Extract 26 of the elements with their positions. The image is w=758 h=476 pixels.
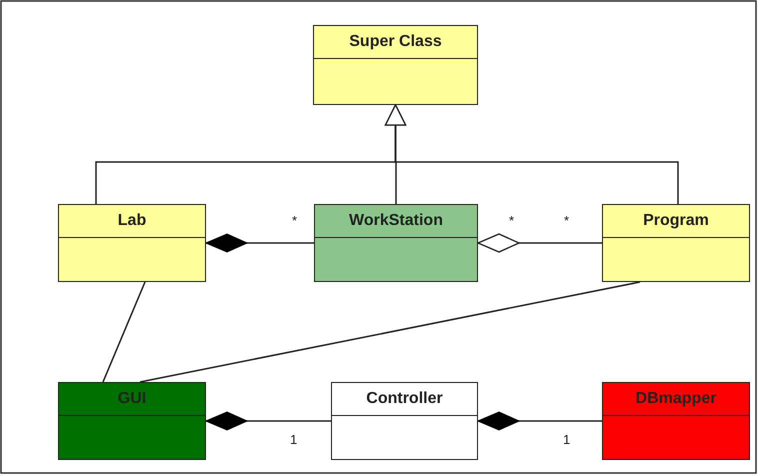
aggregation-connector: [206, 234, 314, 252]
class-name: WorkStation: [349, 212, 443, 230]
multiplicity-label: *: [509, 213, 514, 228]
class-name: DBmapper: [636, 390, 716, 408]
class-box: [58, 382, 206, 460]
association-line: [140, 281, 640, 383]
multiplicity-label: *: [564, 213, 570, 228]
class-box: [314, 204, 478, 282]
inheritance-arrow: [384, 104, 679, 204]
class-name: Lab: [118, 212, 146, 230]
class-box: [313, 25, 478, 105]
aggregation-connector: [477, 233, 602, 253]
class-name: Super Class: [349, 33, 442, 51]
class-box: [58, 204, 206, 282]
class-name: GUI: [118, 390, 146, 408]
multiplicity-label: 1: [290, 432, 298, 447]
aggregation-connector: [206, 412, 331, 430]
aggregation-connector: [478, 412, 602, 430]
association-line: [102, 282, 146, 382]
class-name: Controller: [366, 390, 443, 408]
multiplicity-label: 1: [563, 432, 570, 447]
class-box: [331, 382, 478, 460]
class-box: [602, 382, 750, 460]
class-box: [602, 204, 750, 282]
multiplicity-label: *: [292, 213, 298, 228]
class-name: Program: [643, 212, 709, 230]
